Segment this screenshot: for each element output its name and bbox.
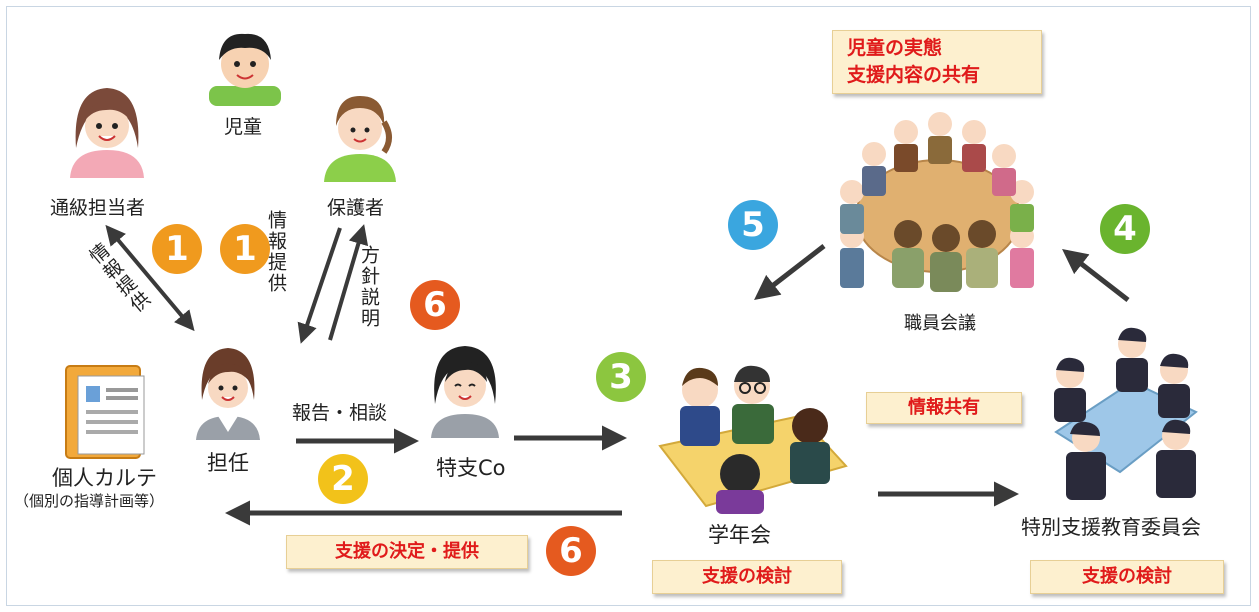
arrow-homeroom-to-guardian: [328, 224, 369, 341]
karte-title: 個人カルテ: [52, 466, 157, 490]
grade-meeting-illustration: [650, 356, 850, 514]
homeroom-label: 担任: [207, 451, 249, 475]
share-reality-line2: 支援内容の共有: [847, 64, 981, 86]
homeroom-teacher-avatar: [192, 340, 264, 440]
committee-label: 特別支援教育委員会: [1021, 515, 1201, 539]
step-5-badge: 5: [728, 200, 778, 250]
tsukyu-teacher-avatar: [62, 78, 152, 180]
tokushi-co-avatar: [425, 340, 505, 438]
share-reality-line1: 児童の実態: [847, 37, 943, 59]
child-label: 児童: [224, 116, 263, 138]
tsukyu-teacher-label: 通級担当者: [50, 197, 146, 219]
grade-meeting-label: 学年会: [708, 523, 771, 547]
diagram-frame: [6, 6, 1251, 606]
report-consult-label: 報告・相談: [292, 402, 388, 424]
step-1-badge: 1: [152, 224, 202, 274]
arrow-guardian-to-homeroom: [297, 227, 342, 344]
grade-review-tag: 支援の検討: [652, 560, 842, 594]
committee-illustration: [1036, 322, 1206, 504]
guardian-label: 保護者: [327, 197, 385, 219]
karte-subtitle: （個別の指導計画等）: [14, 492, 165, 510]
step-1-badge: 1: [220, 224, 270, 274]
karte-binder-icon: [60, 360, 152, 460]
step-3-badge: 3: [596, 352, 646, 402]
arrow-committee-to-staff: [1062, 248, 1130, 302]
decision-tag: 支援の決定・提供: [286, 535, 528, 569]
staff-meeting-illustration: [822, 106, 1054, 302]
guardian-avatar: [318, 82, 402, 182]
policy-explain-label: 方針説明: [358, 245, 380, 329]
arrow-staff-to-grade: [754, 244, 826, 301]
step-2-badge: 2: [318, 454, 368, 504]
share-reality-tag: 児童の実態 支援内容の共有: [832, 30, 1042, 94]
child-avatar: [203, 20, 287, 106]
tokushi-co-label: 特支Co: [436, 456, 506, 480]
committee-review-tag: 支援の検討: [1030, 560, 1224, 594]
info-share-tag: 情報共有: [866, 392, 1022, 424]
info-provide-guardian-label: 情報提供: [265, 210, 287, 294]
arrow-tsukyu-homeroom: [105, 224, 195, 332]
step-6-badge: 6: [546, 526, 596, 576]
step-6-badge: 6: [410, 280, 460, 330]
staff-meeting-label: 職員会議: [904, 313, 976, 334]
step-4-badge: 4: [1100, 204, 1150, 254]
